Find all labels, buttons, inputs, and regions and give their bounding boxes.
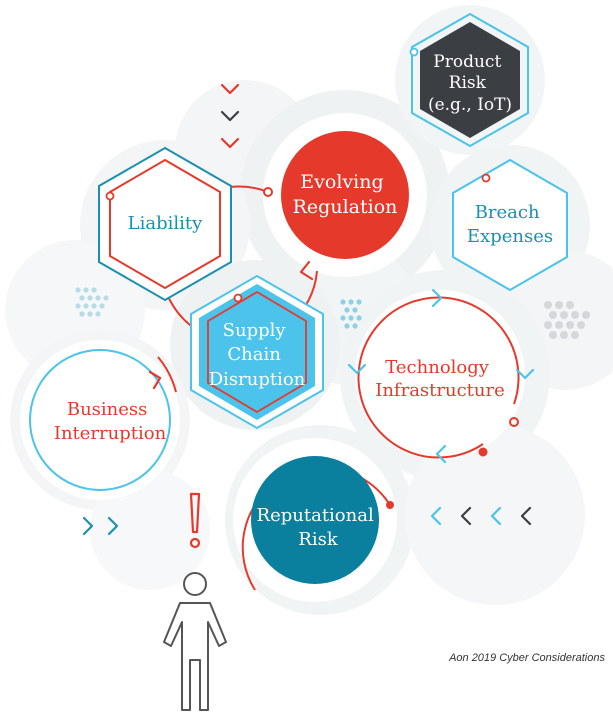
label-line: (e.g., IoT) [428,95,512,115]
label-line: Business [67,399,148,420]
chevron-left-icon [520,506,532,526]
dot-cluster-left [75,287,109,317]
person-icon [163,572,227,711]
arrow-icon [515,368,535,380]
arrow-icon [431,288,443,308]
chevrons-bottom-left [82,516,119,536]
dot-cluster-center [340,299,362,329]
label-line: Reputational [257,505,374,526]
chevron-down-icon [220,110,240,122]
node-label: Technology Infrastructure [375,357,505,401]
arc-endpoint [386,501,394,509]
label-line: Product [433,52,501,72]
label-line: Breach [475,202,540,223]
node-product-risk: Product Risk (e.g., IoT) [409,12,529,148]
label-line: Expenses [467,226,553,247]
label-line: Evolving [300,171,383,193]
chevron-left-icon [490,506,502,526]
chevron-right-icon [82,516,94,536]
label-line: Technology [385,357,489,378]
label-line: Disruption [209,369,306,390]
label-line: Liability [128,213,203,234]
label-line: Regulation [293,196,398,218]
dot-cluster-right [544,301,590,339]
arrow-icon [347,363,367,375]
node-label: Reputational Risk [257,505,380,550]
arrow-icon [148,370,162,390]
bg-circle [90,470,210,590]
bg-circle [405,425,585,605]
label-line: Risk [449,73,487,93]
node-label: Supply Chain Disruption [209,320,306,390]
label-line: Risk [298,529,339,550]
arc-endpoint [263,187,273,197]
node-liability: Liability [98,146,232,302]
node-breach-expenses: Breach Expenses [452,158,568,292]
chevrons-bottom-right [430,506,532,526]
chevron-left-icon [460,506,472,526]
node-label: Product Risk (e.g., IoT) [428,52,512,115]
node-technology-infrastructure: Technology Infrastructure [347,288,535,464]
arrow-icon [435,444,447,464]
label-line: Chain [227,344,281,365]
node-business-interruption: Business Interruption [20,340,180,500]
node-supply-chain-disruption: Supply Chain Disruption [190,274,324,430]
cycle-arc [157,356,177,393]
chevron-down-icon [220,137,240,149]
label-line: Supply [223,320,287,341]
cycle-arc [357,296,520,459]
chevron-down-icon [220,83,240,95]
node-label: Breach Expenses [467,202,553,247]
source-caption: Aon 2019 Cyber Considerations [449,652,605,664]
node-label: Liability [128,213,203,234]
node-reputational-risk: Reputational Risk [233,438,397,602]
arc-endpoint [509,417,519,427]
node-evolving-regulation: Evolving Regulation [160,113,427,344]
arc-endpoint [478,447,488,457]
chevrons-top [220,83,240,149]
node-label: Business Interruption [54,399,167,444]
arrow-icon [299,260,314,281]
label-line: Interruption [54,423,167,444]
node-label: Evolving Regulation [293,171,398,218]
label-line: Infrastructure [375,380,505,401]
chevron-right-icon [107,516,119,536]
exclamation-icon [189,492,201,549]
chevron-left-icon [430,506,442,526]
